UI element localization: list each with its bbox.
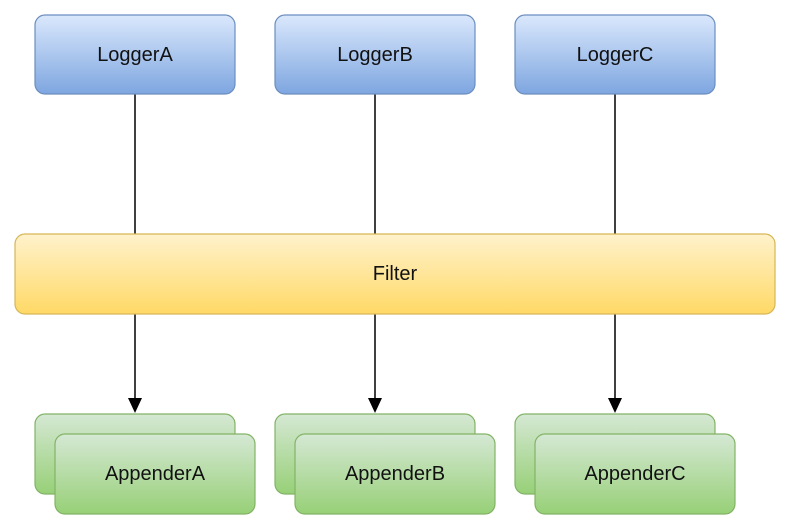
logger-label-a: LoggerA bbox=[97, 44, 173, 66]
appender-front-card-c bbox=[534, 433, 736, 515]
appender-front-card-b bbox=[294, 433, 496, 515]
appender-node-a[interactable]: AppenderA bbox=[34, 413, 256, 515]
appender-front-card-a bbox=[54, 433, 256, 515]
filter-label: Filter bbox=[373, 263, 418, 285]
arrowhead-appendera bbox=[128, 398, 142, 413]
filter-node[interactable]: Filter bbox=[14, 233, 776, 315]
logger-label-b: LoggerB bbox=[337, 44, 413, 66]
appender-node-b[interactable]: AppenderB bbox=[274, 413, 496, 515]
logger-node-a[interactable]: LoggerA bbox=[34, 14, 236, 95]
appender-label-c: AppenderC bbox=[584, 463, 685, 485]
appender-node-c[interactable]: AppenderC bbox=[514, 413, 736, 515]
appender-label-a: AppenderA bbox=[105, 463, 206, 485]
appender-label-b: AppenderB bbox=[345, 463, 445, 485]
logger-node-b[interactable]: LoggerB bbox=[274, 14, 476, 95]
logger-label-c: LoggerC bbox=[577, 44, 654, 66]
logger-node-c[interactable]: LoggerC bbox=[514, 14, 716, 95]
arrowhead-appenderb bbox=[368, 398, 382, 413]
arrowhead-appenderc bbox=[608, 398, 622, 413]
